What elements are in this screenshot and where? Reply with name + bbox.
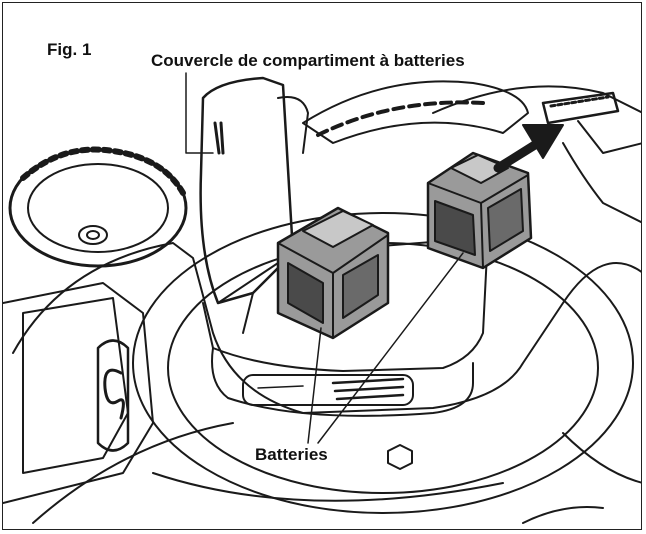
brand-logo [103, 368, 125, 420]
mower-body-left [3, 282, 154, 504]
batteries-label: Batteries [251, 444, 332, 465]
figure-frame: Fig. 1 Couvercle de compartiment à batte… [2, 2, 642, 530]
left-wheel [8, 146, 188, 268]
figure-label: Fig. 1 [47, 40, 92, 59]
cover-label: Couvercle de compartiment à batteries [148, 51, 468, 70]
leader-lines [185, 72, 464, 444]
mower-drawing [3, 72, 641, 524]
battery-icon [426, 151, 533, 270]
bolt [387, 444, 413, 470]
handle-bar [302, 80, 641, 224]
direction-arrow [493, 124, 564, 173]
battery-icon [276, 206, 390, 340]
mower-deck [12, 85, 641, 524]
